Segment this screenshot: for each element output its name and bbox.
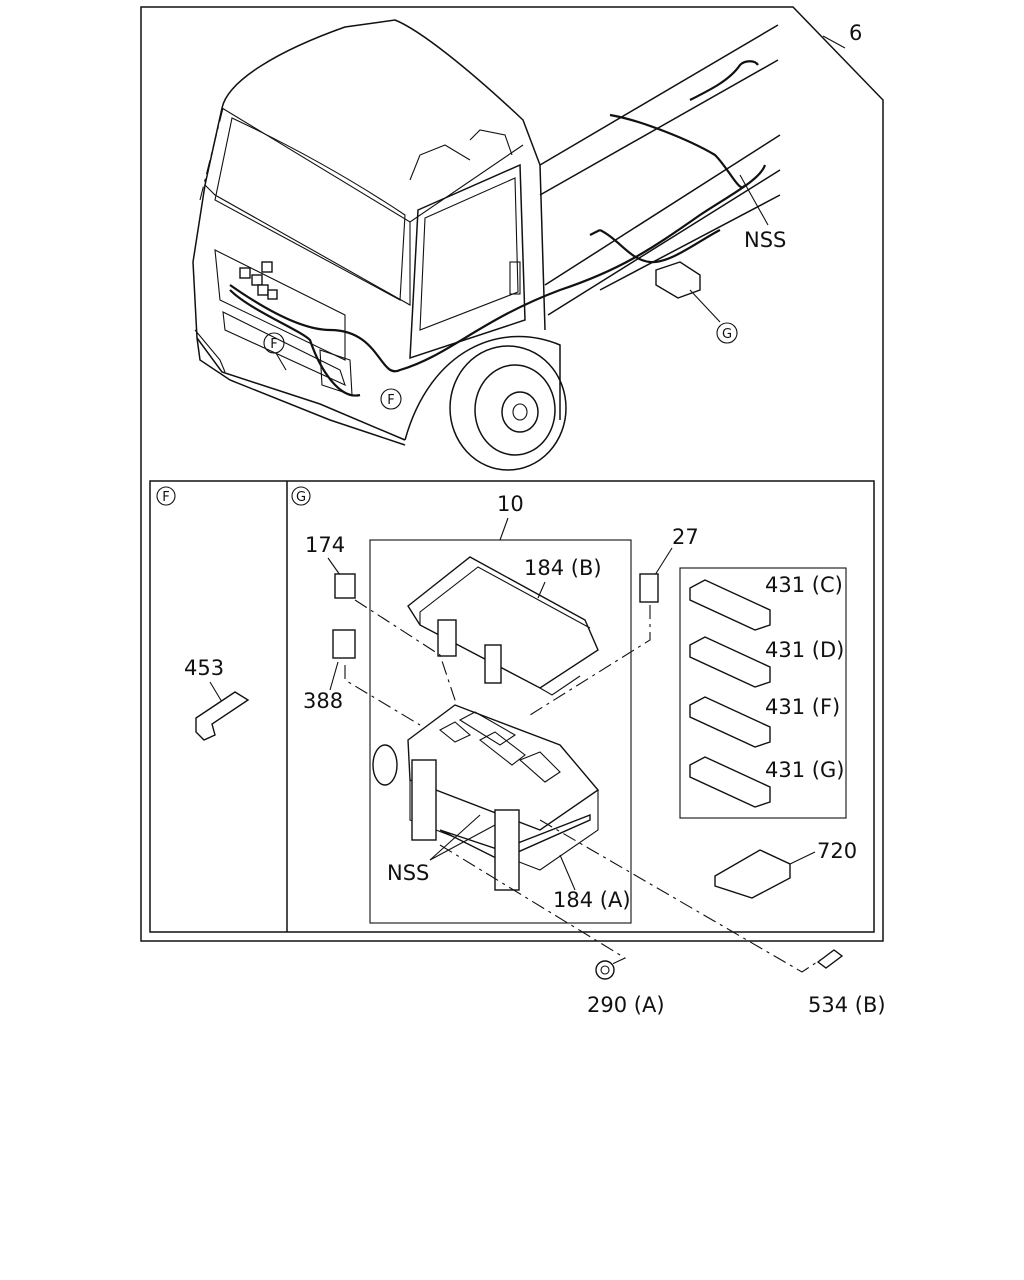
label-part-720: 720	[817, 839, 857, 863]
label-part-431f: 431 (F)	[765, 695, 840, 719]
part-453-clip	[195, 691, 250, 741]
leader-10	[499, 517, 509, 541]
label-assembly-6: 6	[849, 21, 862, 45]
leader-nss-bottom-b	[429, 824, 496, 861]
connector-group-frame	[679, 567, 847, 819]
leader-720	[789, 851, 816, 865]
label-callout-f-a: F	[270, 337, 277, 352]
fuse-box-body	[372, 704, 600, 891]
callout-f-a	[263, 332, 285, 354]
nss-top-leader	[739, 174, 769, 226]
label-callout-g-top: G	[722, 327, 732, 342]
label-part-431d: 431 (D)	[765, 638, 844, 662]
label-part-184b: 184 (B)	[524, 556, 602, 580]
label-panel-f: F	[162, 490, 169, 505]
label-callout-f-b: F	[387, 393, 394, 408]
label-part-388: 388	[303, 689, 343, 713]
part-174-relay	[334, 573, 356, 599]
truck-illustration	[192, 19, 781, 471]
panel-g-marker	[291, 486, 311, 506]
fastener-534b-line	[539, 819, 821, 973]
label-nss-top: NSS	[744, 228, 786, 252]
label-part-184a: 184 (A)	[553, 888, 631, 912]
detail-g-leader	[689, 289, 721, 323]
callout-f-b	[380, 388, 402, 410]
label-part-431c: 431 (C)	[765, 573, 843, 597]
label-part-290a: 290 (A)	[587, 993, 665, 1017]
leader-184b	[537, 581, 546, 599]
leader-184a	[559, 854, 576, 891]
label-part-10: 10	[497, 492, 524, 516]
callout-g-top	[716, 322, 738, 344]
leader-27	[654, 547, 673, 576]
label-part-27: 27	[672, 525, 699, 549]
detail-area-frame	[149, 480, 875, 933]
fastener-290a-line	[439, 844, 627, 966]
part-431d-connector	[689, 636, 771, 688]
label-part-174: 174	[305, 533, 345, 557]
panel-f-marker	[156, 486, 176, 506]
leader-453	[209, 681, 223, 703]
part-290a-nut	[595, 960, 615, 980]
part-27-fuse	[639, 573, 659, 603]
leader-174	[327, 557, 341, 576]
part-431c-connector	[689, 579, 771, 631]
label-panel-g: G	[296, 490, 306, 505]
label-part-534b: 534 (B)	[808, 993, 886, 1017]
leader-nss-bottom-a	[429, 814, 481, 861]
main-frame	[140, 6, 884, 942]
assembly-leader	[822, 35, 846, 49]
callout-f-a-leader	[275, 352, 287, 371]
part-431f-connector	[689, 696, 771, 748]
cover-184b	[407, 556, 599, 696]
label-part-453: 453	[184, 656, 224, 680]
part-431g-connector	[689, 756, 771, 808]
part-720-bracket	[714, 849, 791, 899]
part-388-relay	[332, 629, 356, 659]
label-nss-bottom: NSS	[387, 861, 429, 885]
part-534b-bolt	[816, 949, 844, 969]
leader-388	[329, 661, 339, 691]
label-part-431g: 431 (G)	[765, 758, 844, 782]
